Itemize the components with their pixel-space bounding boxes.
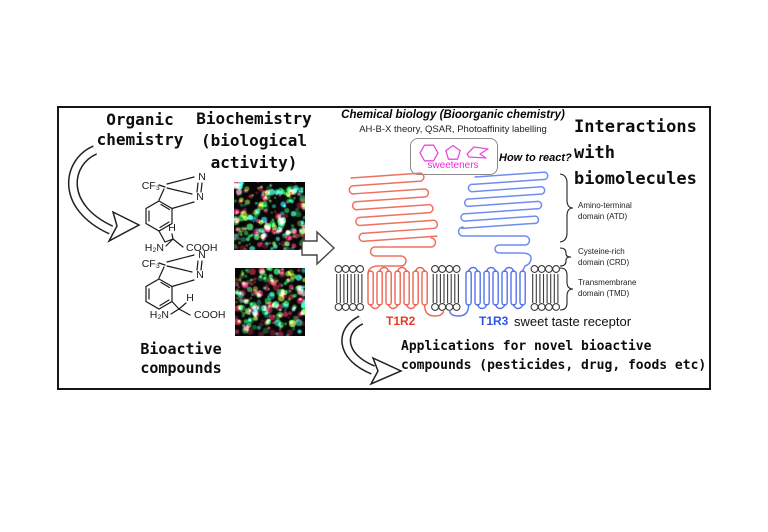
membrane-lipids — [334, 265, 561, 311]
biochemistry-label: Biochemistry (biological activity) — [196, 109, 312, 172]
cf3-label: CF₃ — [142, 258, 160, 270]
cooh-label: COOH — [186, 242, 218, 254]
bond-lines — [145, 254, 203, 316]
diazirine-compound-1: CF₃ N N H H₂N COOH — [142, 171, 218, 254]
sweeteners-label: sweeteners — [427, 160, 479, 171]
fluorescence-micrograph-2 — [235, 268, 305, 336]
t1r3-label: T1R3 — [479, 314, 509, 328]
frame-border: Organic chemistry Biochemistry (biologic… — [57, 106, 711, 390]
h2n-label: H₂N — [145, 242, 164, 254]
h2n-label: H₂N — [150, 309, 169, 321]
bond-lines — [145, 176, 203, 248]
fluorescence-micrograph-1 — [234, 182, 305, 250]
h-label: H — [168, 222, 176, 234]
chemical-biology-methods: AH-B-X theory, QSAR, Photoaffinity label… — [359, 124, 547, 135]
applications-label: Applications for novel bioactive compoun… — [401, 339, 707, 373]
crd-brace — [559, 247, 572, 267]
atd-brace — [559, 173, 574, 243]
sweetener-shapes-icon — [419, 144, 489, 162]
t1r3-crd-linker — [457, 226, 532, 272]
curved-arrow-bottom-icon — [341, 315, 403, 386]
block-arrow-icon — [301, 230, 336, 266]
organic-chemistry-label: Organic chemistry — [96, 110, 184, 149]
t1r2-crd-linker — [367, 237, 437, 275]
t1r2-tmd-helices — [367, 266, 445, 317]
chemical-biology-title: Chemical biology (Bioorganic chemistry) — [341, 109, 565, 121]
curved-arrow-top-left-icon — [68, 145, 141, 243]
sweet-taste-receptor-label: sweet taste receptor — [514, 314, 632, 329]
n-label: N — [196, 269, 204, 281]
atd-domain-label: Amino-terminal domain (ATD) — [578, 201, 632, 221]
tmd-brace — [559, 267, 574, 311]
t1r3-atd-coil — [460, 171, 549, 230]
t1r2-label: T1R2 — [386, 314, 416, 328]
cooh-label: COOH — [194, 309, 226, 321]
interactions-label: Interactions with biomolecules — [574, 117, 697, 189]
bioactive-compounds-label: Bioactive compounds — [140, 340, 222, 377]
t1r2-atd-coil — [348, 172, 439, 243]
n-label: N — [196, 191, 204, 203]
n-label: N — [198, 249, 206, 261]
diagram-artwork: CF₃ N N H H₂N COOH — [68, 144, 574, 386]
how-to-react-label: How to react? — [499, 152, 572, 164]
n-label: N — [198, 171, 206, 183]
crd-domain-label: Cysteine-rich domain (CRD) — [578, 247, 630, 267]
cf3-label: CF₃ — [142, 180, 160, 192]
t1r3-tmd-helices — [448, 266, 526, 317]
h-label: H — [186, 292, 194, 304]
diazirine-compound-2: CF₃ N N H H₂N COOH — [142, 249, 226, 321]
tmd-domain-label: Transmembrane domain (TMD) — [578, 278, 637, 298]
